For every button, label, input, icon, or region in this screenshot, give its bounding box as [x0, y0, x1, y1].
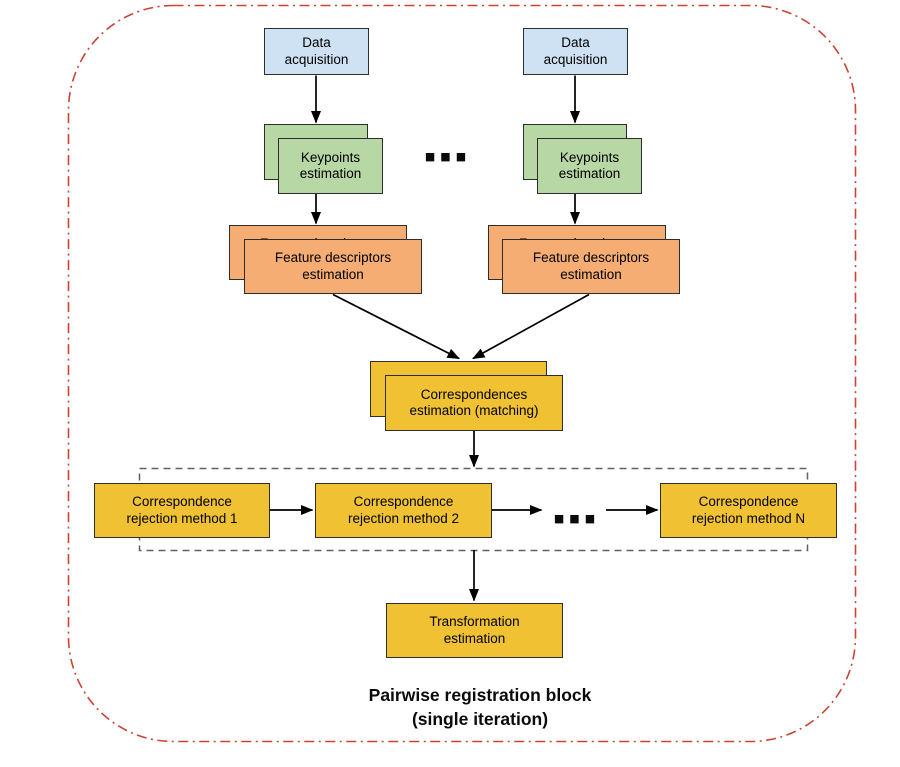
caption-line-2: (single iteration) [411, 708, 549, 729]
arrow-features-left-to-correspondences [332, 293, 460, 360]
node-correspondences: Correspondences estimation (matching) [385, 375, 563, 431]
columns-ellipsis: ■■■ [424, 150, 472, 163]
outer-boundary-dashdot [67, 4, 857, 743]
node-feature-descriptors-right: Feature descriptors estimation [502, 239, 680, 294]
node-feature-descriptors-left: Feature descriptors estimation [244, 239, 422, 294]
node-data-acquisition-left: Data acquisition [264, 28, 369, 75]
node-rejection-method-n: Correspondence rejection method N [660, 483, 837, 538]
rejection-ellipsis: ■■■ [553, 512, 601, 525]
arrow-features-right-to-correspondences [472, 293, 590, 360]
node-transformation: Transformation estimation [386, 603, 563, 658]
caption-line-1: Pairwise registration block [368, 685, 592, 705]
node-data-acquisition-right: Data acquisition [523, 28, 628, 75]
node-keypoints-right: Keypoints estimation [537, 138, 642, 194]
node-rejection-method-2: Correspondence rejection method 2 [315, 483, 492, 538]
node-keypoints-left: Keypoints estimation [278, 138, 383, 194]
node-rejection-method-1: Correspondence rejection method 1 [94, 483, 270, 538]
diagram-caption: Pairwise registration block (single iter… [280, 684, 680, 731]
